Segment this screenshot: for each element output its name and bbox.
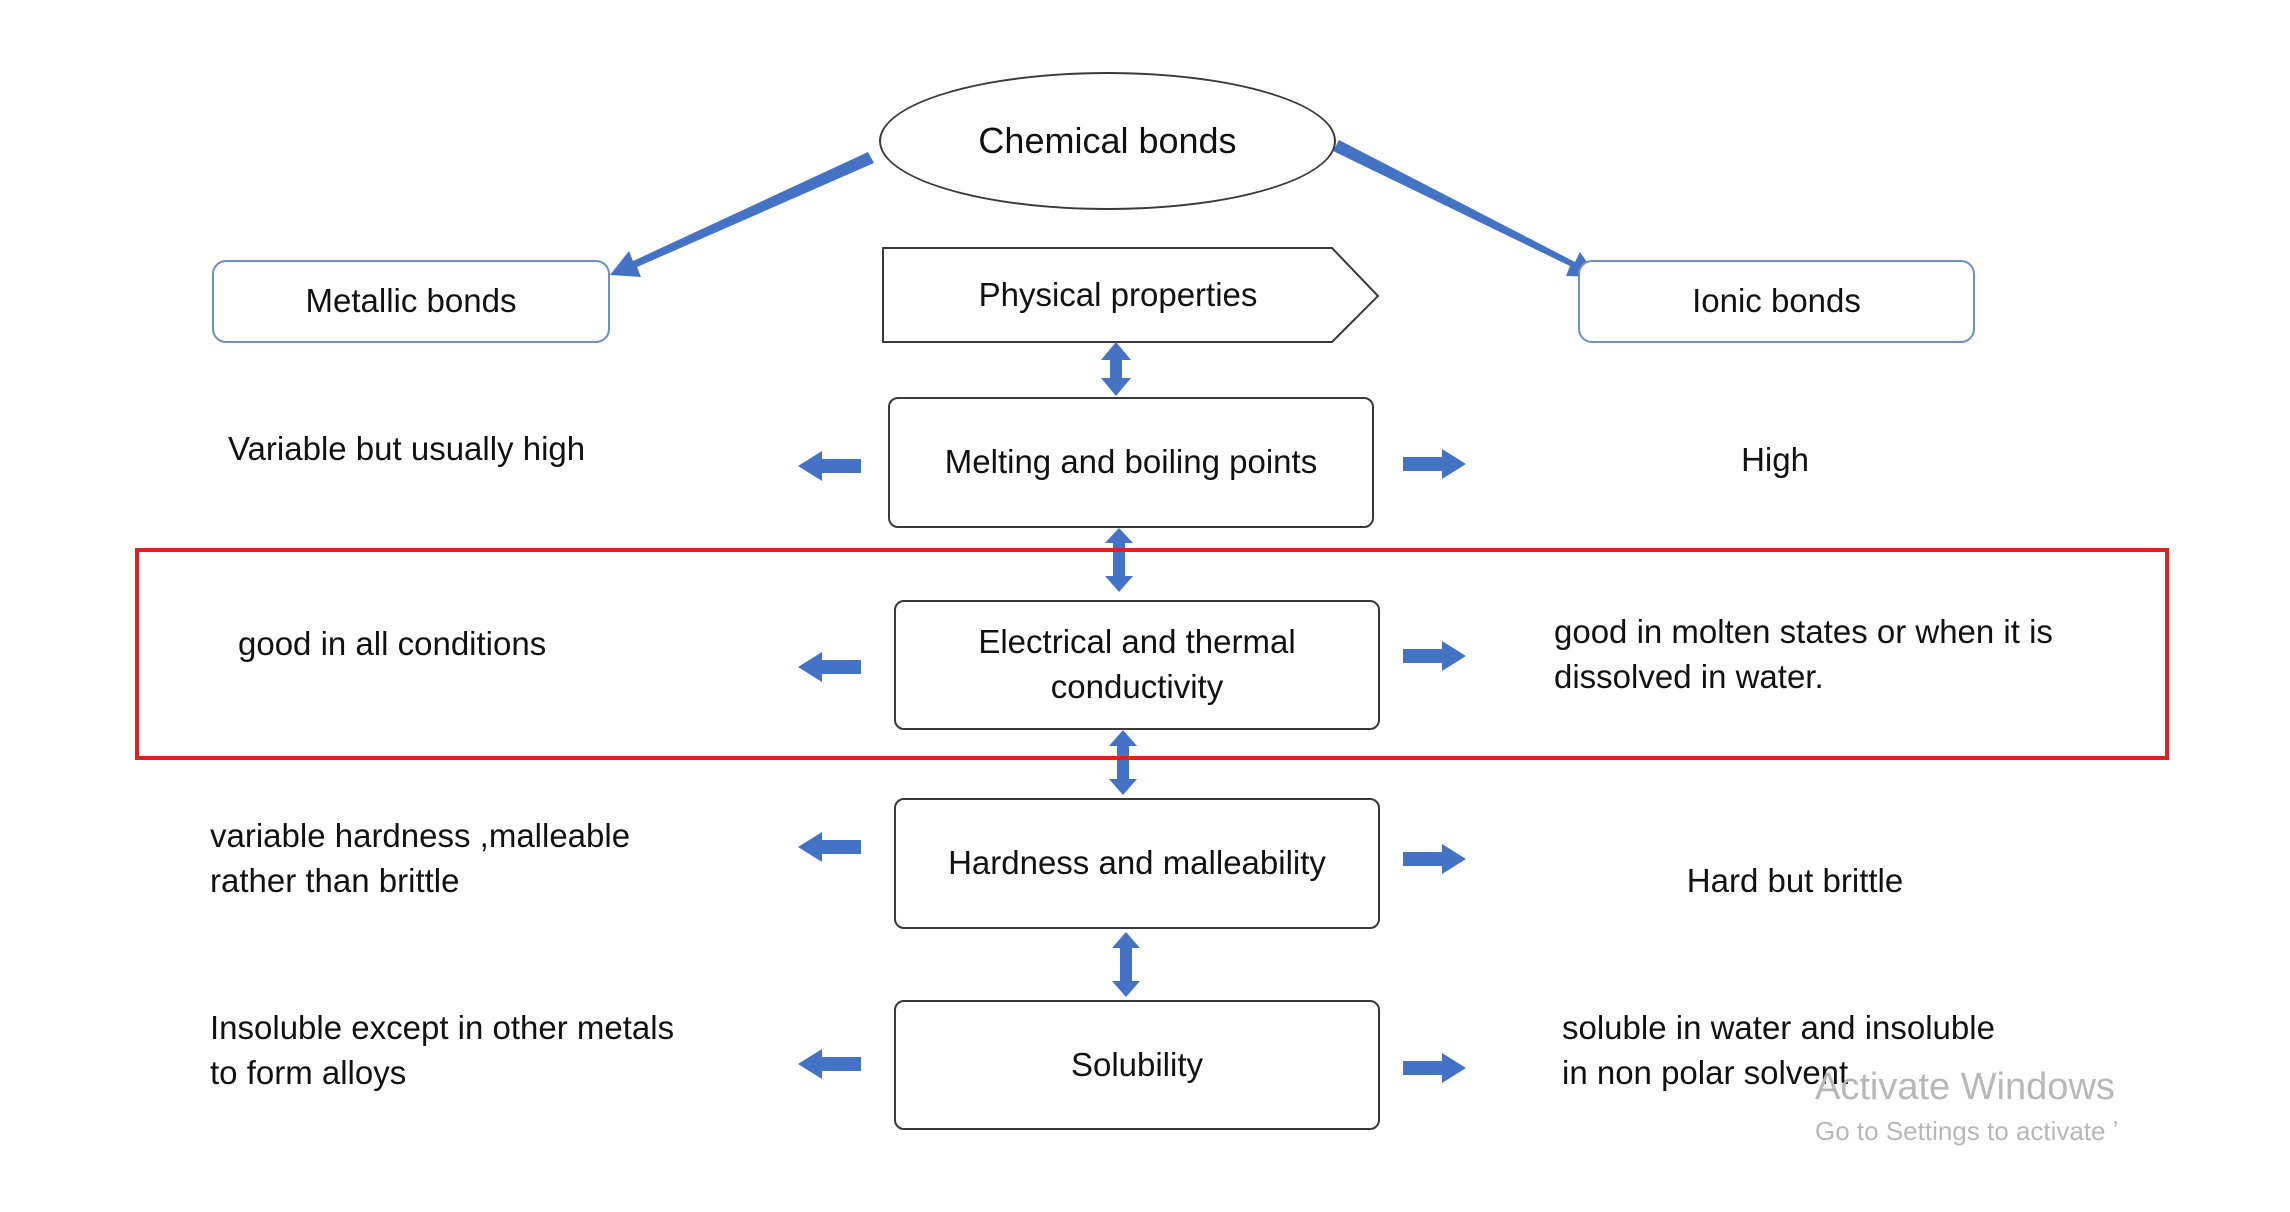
- left-arrow-hardness: [798, 832, 861, 862]
- physical-properties-shape: [882, 247, 1380, 343]
- arrow-root-to-ionic: [1333, 140, 1597, 277]
- double-arrow-conductivity-hardness: [1109, 730, 1137, 795]
- physical-properties-label: Physical properties: [978, 275, 1258, 313]
- property-label-conductivity-line1: Electrical and thermal: [978, 623, 1296, 661]
- metallic-bonds-node: Metallic bonds: [212, 260, 610, 343]
- chemical-bonds-node: Chemical bonds: [879, 72, 1336, 210]
- property-box-hardness: Hardness and malleability: [894, 798, 1380, 929]
- left-arrow-conductivity: [798, 652, 861, 682]
- property-box-solubility: Solubility: [894, 1000, 1380, 1130]
- conductivity-highlight-box: [135, 548, 2169, 760]
- property-label-hardness: Hardness and malleability: [948, 844, 1326, 882]
- double-arrow-melting-conductivity: [1105, 528, 1133, 592]
- metallic-solubility-text: Insoluble except in other metals to form…: [210, 1009, 675, 1091]
- left-arrow-melting: [798, 451, 861, 481]
- property-box-conductivity: Electrical and thermal conductivity: [894, 600, 1380, 730]
- ionic-solubility-text: soluble in water and insoluble in non po…: [1562, 1009, 1995, 1091]
- property-label-conductivity-line2: conductivity: [1050, 668, 1224, 705]
- right-arrow-melting: [1403, 449, 1466, 479]
- metallic-conductivity-text: good in all conditions: [238, 625, 547, 662]
- double-arrow-header-melting: [1101, 342, 1131, 396]
- activate-windows-title: Activate Windows: [1815, 1066, 2115, 1108]
- left-arrow-solubility: [798, 1049, 861, 1079]
- right-arrow-hardness: [1403, 844, 1466, 874]
- activate-windows-subtitle: Go to Settings to activate ʼ: [1815, 1116, 2119, 1146]
- physical-properties-node: Physical properties: [883, 248, 1353, 342]
- ionic-melting-text: High: [1741, 441, 1809, 478]
- ionic-hardness-text: Hard but brittle: [1686, 862, 1904, 899]
- property-label-melting: Melting and boiling points: [944, 443, 1318, 481]
- metallic-hardness-text: variable hardness ,malleable rather than…: [210, 817, 631, 899]
- ionic-conductivity-text: good in molten states or when it is diss…: [1554, 613, 2053, 695]
- ionic-bonds-node: Ionic bonds: [1578, 260, 1975, 343]
- arrow-root-to-metallic: [610, 152, 874, 277]
- ionic-bonds-label: Ionic bonds: [1692, 282, 1861, 320]
- right-arrow-conductivity: [1403, 641, 1466, 671]
- metallic-bonds-label: Metallic bonds: [305, 282, 517, 320]
- property-box-melting: Melting and boiling points: [888, 397, 1374, 528]
- property-label-solubility: Solubility: [1070, 1045, 1204, 1083]
- double-arrow-hardness-solubility: [1112, 932, 1140, 997]
- metallic-melting-text: Variable but usually high: [228, 430, 586, 467]
- chemical-bonds-label: Chemical bonds: [978, 119, 1237, 161]
- right-arrow-solubility: [1403, 1053, 1466, 1083]
